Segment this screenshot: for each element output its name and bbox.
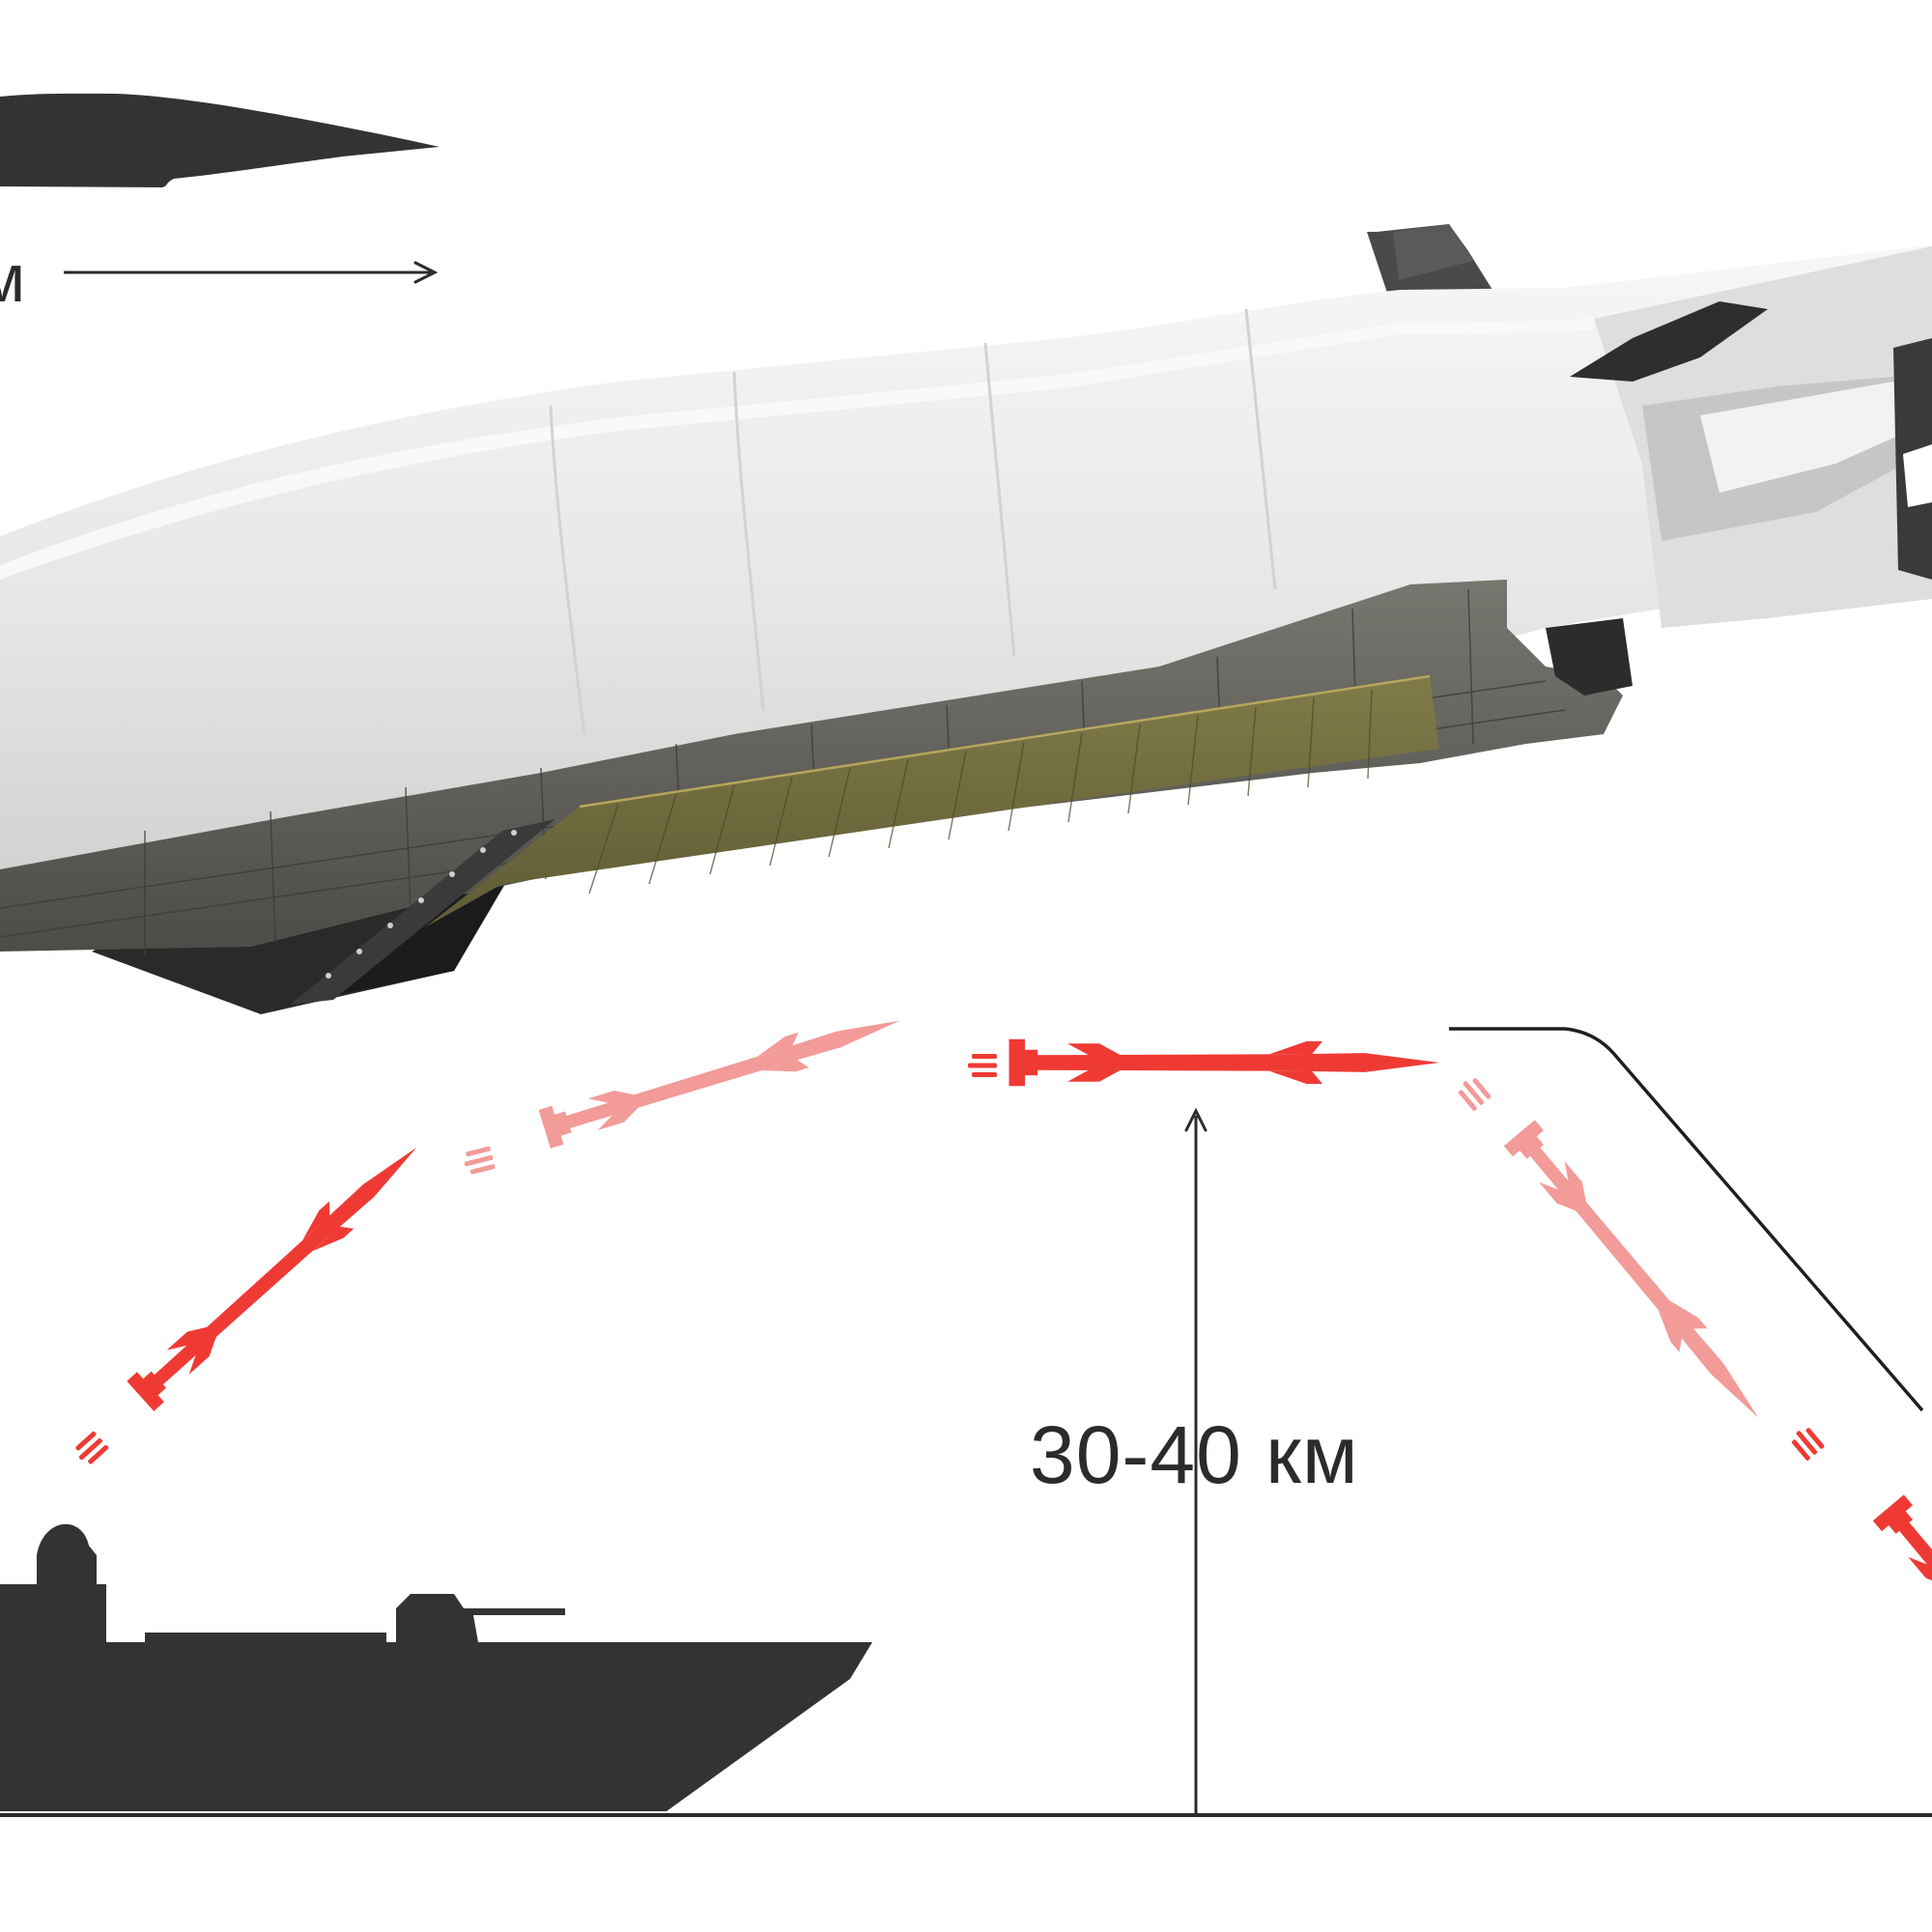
altitude-label: 30-40 км xyxy=(1030,1409,1359,1500)
exhaust-1 xyxy=(71,1431,110,1467)
ablative-strip xyxy=(425,676,1439,927)
missile-descend-1 xyxy=(1503,1120,1775,1431)
ship-deck xyxy=(145,1633,386,1644)
exhaust-4 xyxy=(1455,1074,1492,1112)
missile-silhouette-icon xyxy=(0,93,440,187)
hypersonic-missile-render xyxy=(0,224,1932,1014)
exhaust-2 xyxy=(461,1146,496,1176)
missile-climb-1 xyxy=(127,1132,431,1411)
missile-descend-2 xyxy=(1872,1494,1932,1805)
speed-unit-label: м xyxy=(0,241,26,316)
riveted-strut xyxy=(290,819,555,1005)
missile-body xyxy=(0,246,1932,913)
missile-cruise xyxy=(1009,1038,1439,1087)
missile-climb-2 xyxy=(538,1001,906,1149)
flight-trajectory-path xyxy=(1449,1027,1924,1412)
side-fin xyxy=(1570,301,1768,382)
exhaust-5 xyxy=(1788,1424,1826,1462)
altitude-arrow-head xyxy=(1184,1107,1208,1132)
ship-silhouette-icon xyxy=(0,1523,872,1811)
exhaust-3 xyxy=(968,1054,997,1077)
length-arrow-head xyxy=(413,261,439,284)
